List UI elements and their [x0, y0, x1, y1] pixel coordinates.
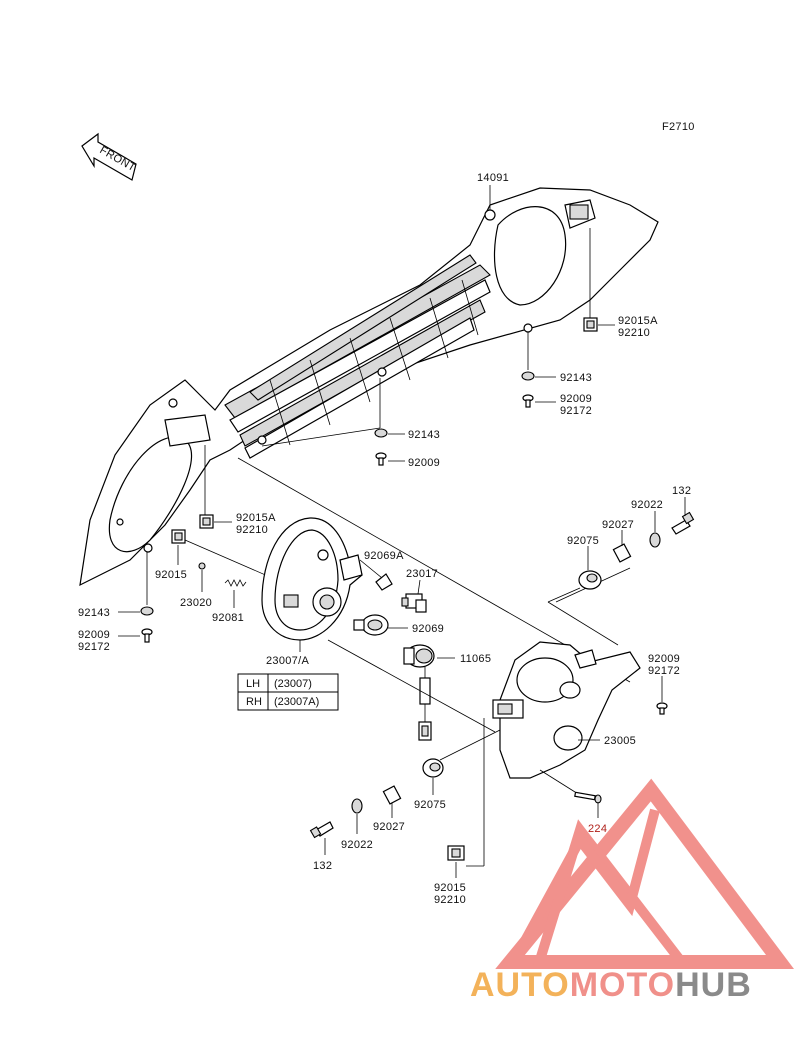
label-92210-upper: 92210 [618, 327, 650, 339]
table-row-2-part: (23007A) [274, 696, 319, 708]
label-92022-bottom: 92022 [341, 839, 373, 851]
label-92069A: 92069A [364, 550, 404, 562]
watermark-brand: AUTOMOTOHUB [470, 966, 752, 1004]
label-92143-left: 92143 [78, 607, 110, 619]
washer-right [521, 371, 535, 381]
label-92075-right: 92075 [567, 535, 599, 547]
bolt-132-right [671, 511, 695, 535]
label-132-bottom: 132 [313, 860, 332, 872]
label-23007A: 23007/A [266, 655, 309, 667]
label-92015A-upper: 92015A [618, 315, 658, 327]
table-row-2-side: RH [246, 696, 262, 708]
screw-right [522, 394, 534, 408]
figure-code: F2710 [662, 121, 695, 133]
label-92009-left: 92009 [78, 629, 110, 641]
label-92143-center: 92143 [408, 429, 440, 441]
label-92009-center: 92009 [408, 457, 440, 469]
label-92172-right: 92172 [560, 405, 592, 417]
brand-hub: HUB [675, 966, 752, 1004]
front-arrow-icon: FRONT [81, 132, 138, 181]
label-92172-left: 92172 [78, 641, 110, 653]
bolt-132-bottom [309, 821, 334, 839]
side-variant-table: LH (23007) RH (23007A) [237, 673, 339, 711]
clip-nut-bottom [447, 845, 465, 861]
label-92143-right: 92143 [560, 372, 592, 384]
boot-cap-92069A [375, 573, 393, 591]
label-92210-bottom: 92210 [434, 894, 466, 906]
grille-slats [224, 254, 491, 459]
grommet-92075-bottom [422, 758, 444, 778]
table-row-1-side: LH [246, 678, 260, 690]
brand-auto: AUTO [470, 966, 570, 1004]
brand-moto: MOTO [570, 966, 675, 1004]
washer-92022-right [649, 532, 661, 548]
label-92015-bottom: 92015 [434, 882, 466, 894]
label-92015-left: 92015 [155, 569, 187, 581]
label-92081: 92081 [212, 612, 244, 624]
headlight-cowl-assembly [79, 187, 659, 587]
washer-92022-bottom [351, 798, 363, 814]
screw-right-lower [656, 702, 668, 715]
label-92075-bottom: 92075 [414, 799, 446, 811]
label-92210-left: 92210 [236, 524, 268, 536]
screw-left [141, 628, 153, 643]
collar-92027-bottom [382, 785, 402, 805]
label-92015A-left: 92015A [236, 512, 276, 524]
label-92027-bottom: 92027 [373, 821, 405, 833]
washer-center [374, 428, 388, 438]
label-23017: 23017 [406, 568, 438, 580]
clip-nut-left [171, 529, 186, 544]
bolt-224 [574, 791, 602, 804]
label-132-right: 132 [672, 485, 691, 497]
table-row-1-part: (23007) [274, 678, 312, 690]
svg-text:AUTOMOTOHUB: AUTOMOTOHUB [470, 966, 752, 1004]
washer-left [140, 606, 154, 616]
label-92172-rr: 92172 [648, 665, 680, 677]
label-92009-right: 92009 [560, 393, 592, 405]
label-92022-right: 92022 [631, 499, 663, 511]
bulb-harness-11065 [403, 644, 435, 741]
clip-nut-left-upper [199, 514, 214, 529]
label-23005: 23005 [604, 735, 636, 747]
label-92009-rr: 92009 [648, 653, 680, 665]
label-92069: 92069 [412, 623, 444, 635]
label-14091: 14091 [477, 172, 509, 184]
socket-23017 [401, 593, 427, 613]
rubber-cap-92069 [353, 614, 389, 636]
nut-23020 [198, 562, 206, 570]
clip-nut-upper-right [583, 317, 598, 332]
grommet-92075-right [578, 570, 602, 590]
collar-92027-right [612, 543, 632, 563]
label-224: 224 [588, 823, 607, 835]
label-92027-right: 92027 [602, 519, 634, 531]
spring-92081 [224, 579, 247, 587]
headlight-unit-23007A [261, 517, 363, 641]
watermark-logo-icon [495, 778, 794, 969]
label-23020: 23020 [180, 597, 212, 609]
bracket-housing-23005 [492, 641, 641, 779]
screw-center [375, 452, 387, 466]
label-11065: 11065 [460, 653, 491, 665]
